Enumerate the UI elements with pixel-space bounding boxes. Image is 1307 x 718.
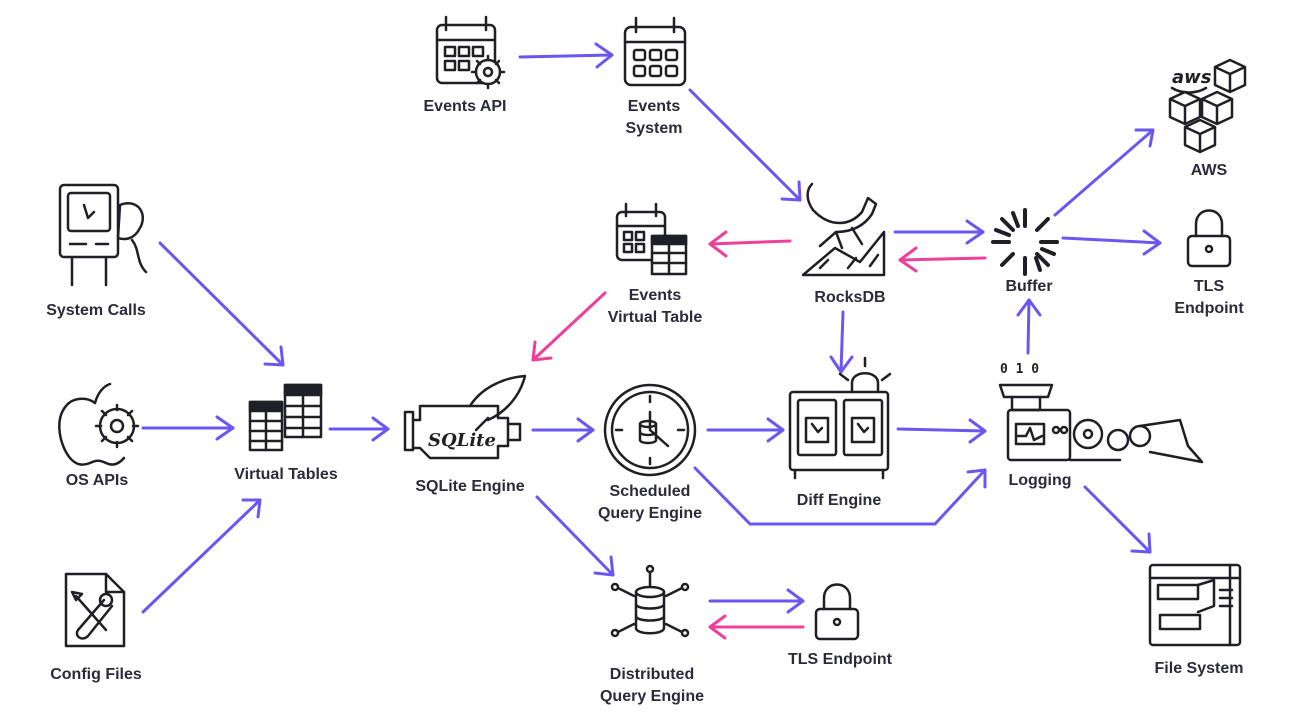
aws-cubes-icon: aws	[1170, 60, 1245, 152]
calendar-icon	[625, 18, 685, 85]
aws-logo-text: aws	[1172, 67, 1212, 88]
clock-database-icon	[605, 385, 695, 475]
label-sqlite-engine: SQLite Engine	[415, 478, 525, 495]
edge-logging-to-buffer	[1016, 298, 1042, 355]
edge-diff-engine-to-logging	[896, 418, 987, 444]
edge-sqlite-engine-to-distributed-query-engine	[535, 495, 615, 577]
edge-config-files-to-virtual-tables	[141, 498, 262, 614]
label-events-system: Events System	[625, 98, 683, 137]
label-aws: AWS	[1190, 162, 1228, 179]
edge-system-calls-to-virtual-tables	[158, 241, 285, 367]
edge-virtual-tables-to-sqlite-engine	[328, 416, 390, 442]
binary-digits-text: 0 1 0	[1000, 362, 1039, 377]
edge-buffer-to-rocksdb	[898, 246, 987, 273]
label-os-apis: OS APIs	[65, 472, 129, 489]
edge-rocksdb-to-diff-engine	[829, 310, 854, 374]
diff-machine-icon	[790, 358, 890, 478]
calendar-gear-icon	[437, 17, 504, 88]
config-file-tools-icon	[66, 574, 124, 646]
label-logging: Logging	[1008, 472, 1072, 489]
label-file-system: File System	[1154, 660, 1244, 677]
filing-cabinet-icon	[1150, 565, 1240, 645]
edge-os-apis-to-virtual-tables	[141, 415, 235, 441]
padlock-icon	[816, 585, 858, 640]
edge-logging-to-file-system	[1083, 485, 1152, 554]
label-buffer: Buffer	[1005, 278, 1053, 295]
label-events-virtual-table: Events Virtual Table	[607, 287, 703, 326]
calendar-table-icon	[617, 204, 686, 274]
edge-rocksdb-to-buffer	[893, 219, 985, 245]
edge-buffer-to-aws	[1053, 128, 1155, 217]
label-tls-endpoint-bottom: TLS Endpoint	[788, 651, 892, 668]
logging-machine-icon: 0 1 0	[1000, 362, 1202, 462]
label-events-api: Events API	[423, 98, 507, 115]
label-system-calls: System Calls	[46, 302, 146, 319]
edge-scheduled-query-engine-to-diff-engine	[706, 417, 785, 443]
label-rocksdb: RocksDB	[814, 289, 886, 306]
label-virtual-tables: Virtual Tables	[234, 466, 338, 483]
buffer-burst-icon	[993, 210, 1057, 274]
retro-computer-phone-icon	[60, 185, 146, 285]
edge-events-system-to-rocksdb	[688, 88, 802, 202]
edge-events-virtual-table-to-sqlite-engine	[531, 291, 607, 362]
edge-tls-endpoint-bottom-to-distributed-query-engine	[708, 614, 805, 640]
label-tls-endpoint-top: TLS Endpoint	[1174, 278, 1244, 317]
label-config-files: Config Files	[50, 666, 142, 683]
edge-rocksdb-to-events-virtual-table	[708, 230, 792, 258]
edge-buffer-to-tls-endpoint-top	[1061, 229, 1162, 256]
label-scheduled-query-engine: Scheduled Query Engine	[597, 483, 703, 522]
label-distributed-query-engine: Distributed Query Engine	[599, 666, 705, 705]
sqlite-logo-text: SQLite	[428, 430, 496, 451]
edge-scheduled-query-engine-to-logging	[693, 466, 987, 526]
edge-distributed-query-engine-to-tls-endpoint-bottom	[708, 588, 805, 614]
rocksdb-cat-icon	[803, 184, 884, 275]
edge-sqlite-engine-to-scheduled-query-engine	[531, 417, 595, 443]
tables-icon	[250, 385, 321, 450]
label-diff-engine: Diff Engine	[796, 492, 882, 509]
edge-events-api-to-events-system	[518, 42, 614, 69]
sqlite-engine-icon: SQLite	[405, 376, 525, 458]
distributed-database-icon	[612, 566, 688, 636]
apple-gear-icon	[59, 384, 138, 465]
padlock-icon	[1188, 211, 1230, 267]
